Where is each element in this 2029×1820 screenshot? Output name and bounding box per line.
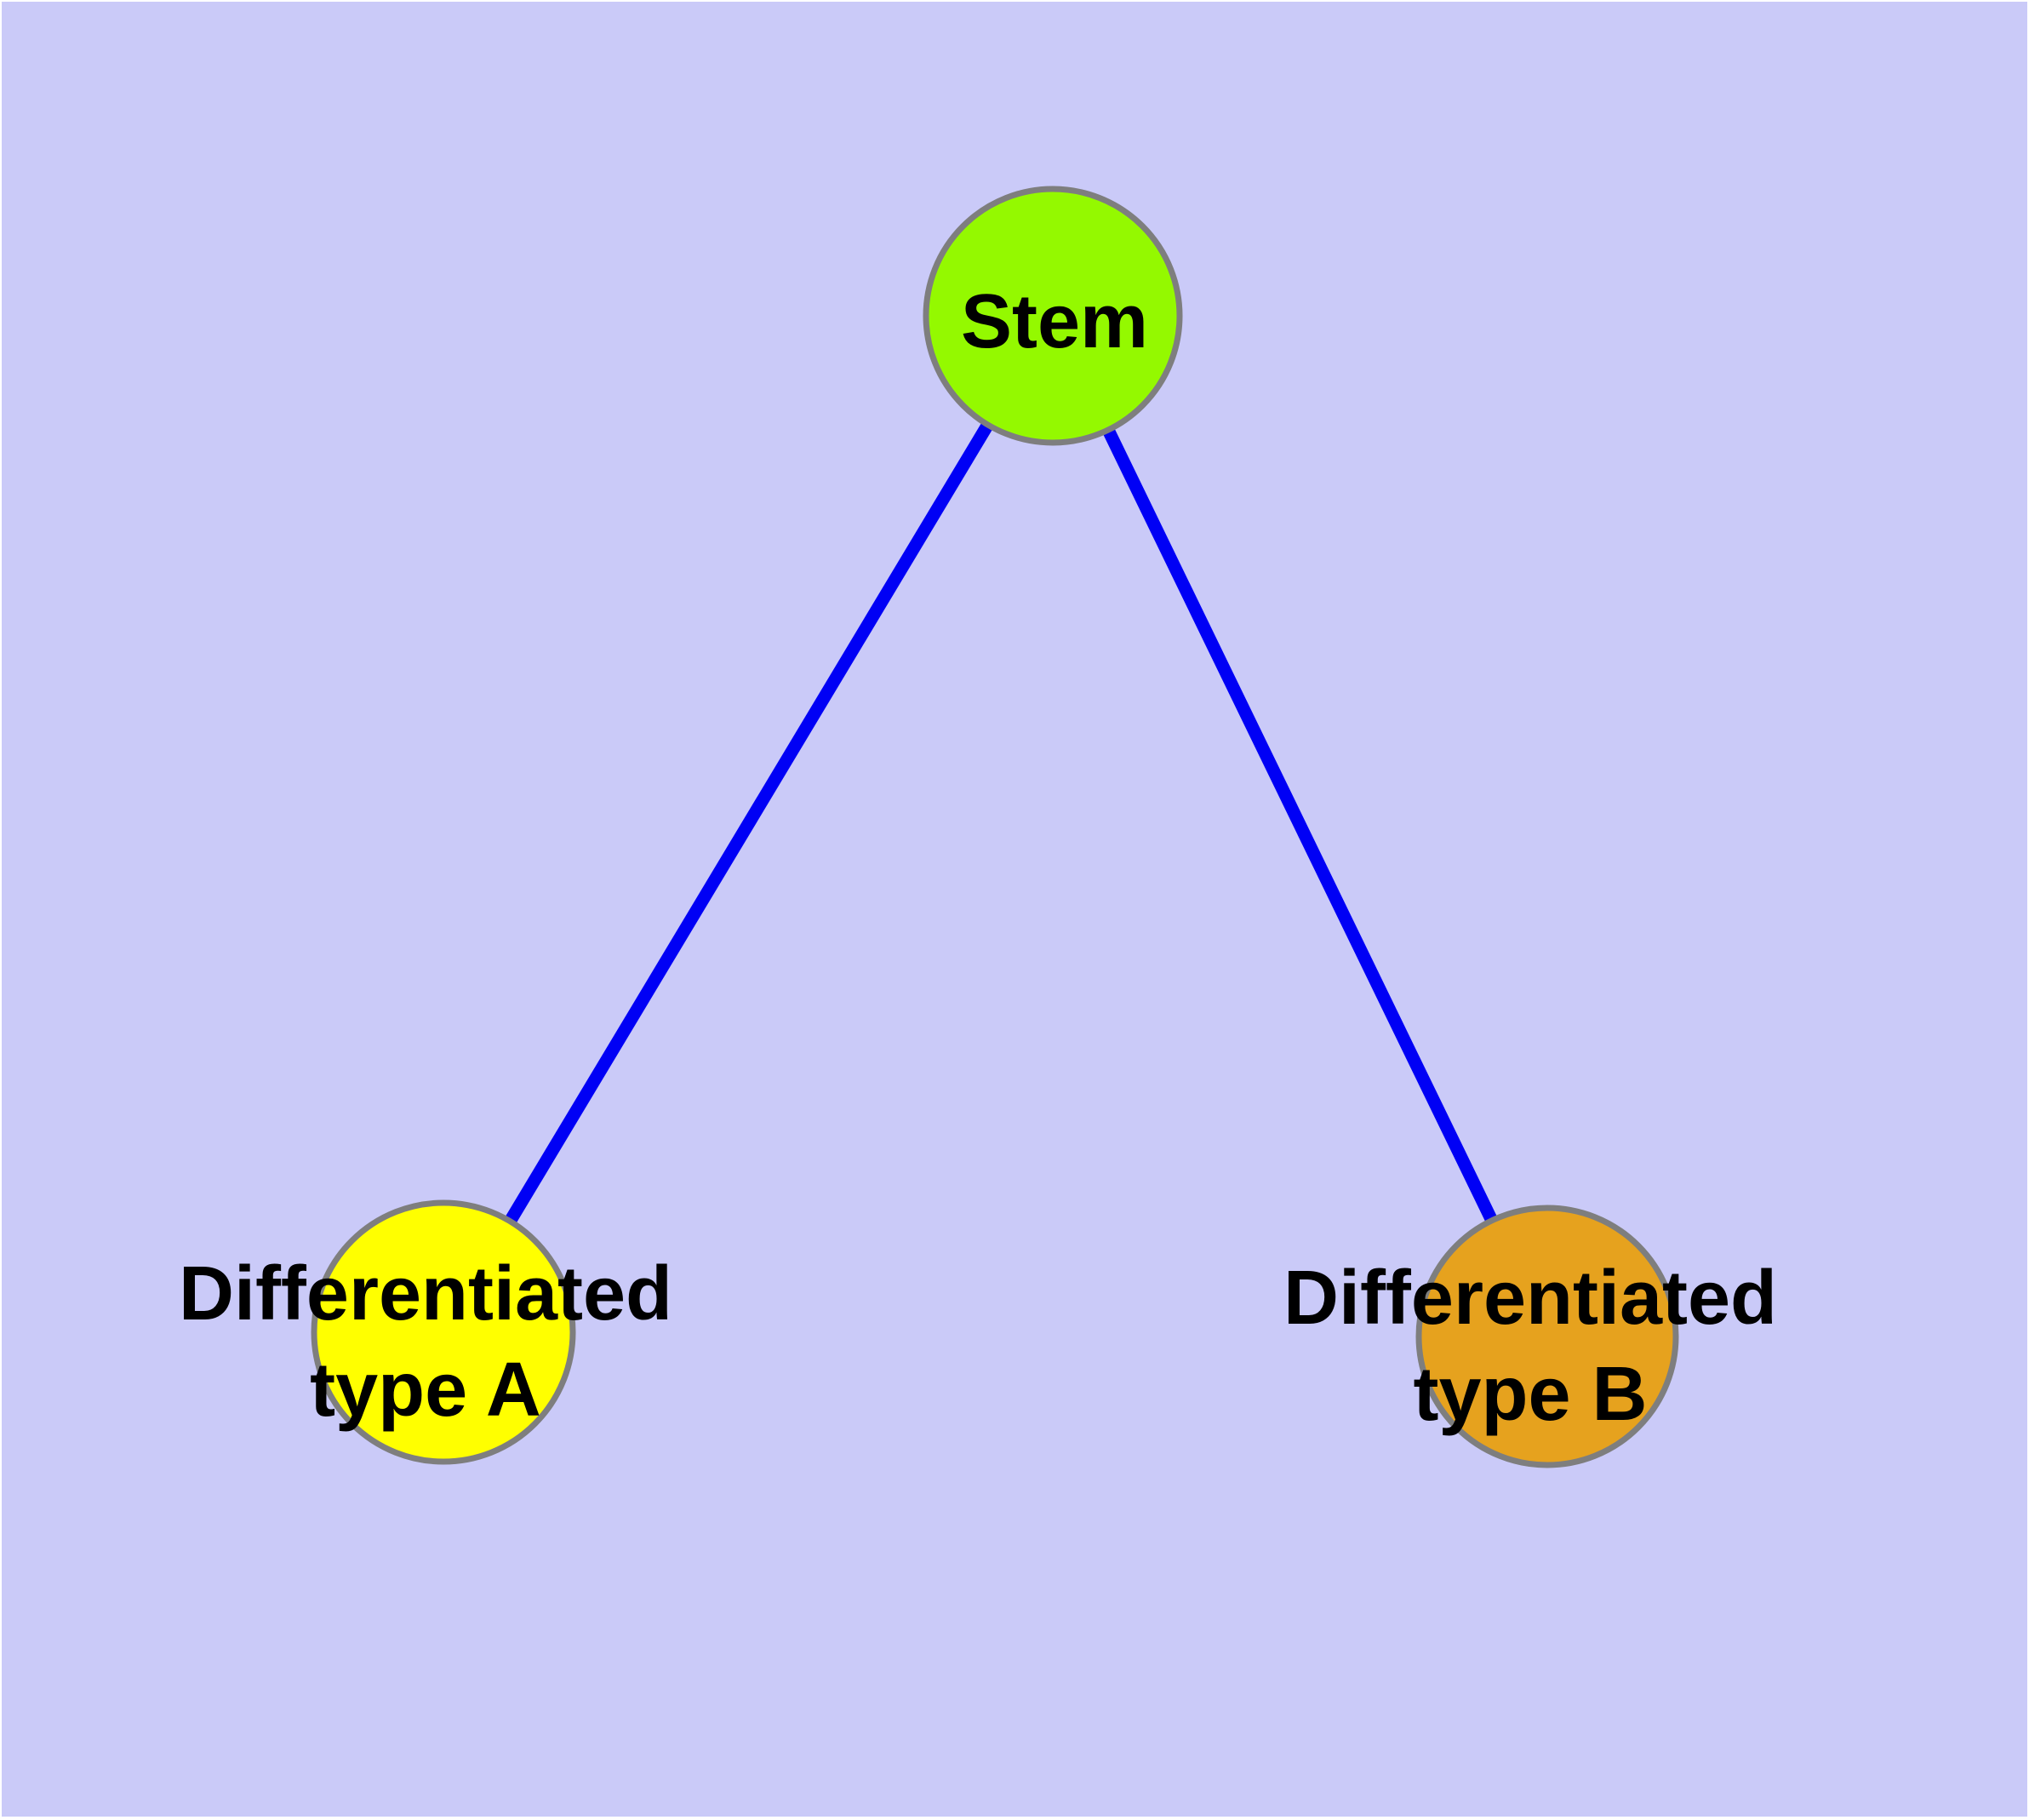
node-type-b-circle [1415,1205,1679,1468]
node-type-a-label-line1: Differentiated [179,1251,672,1336]
node-type-a-label-line2: type A [310,1348,541,1433]
edge-stem-to-type-a [504,422,993,1225]
node-stem-label: Stem [961,279,1148,364]
node-type-a-circle [311,1199,576,1465]
node-stem-circle [923,186,1183,446]
node-type-b-label-line2: type B [1413,1352,1647,1437]
node-type-b-label-line1: Differentiated [1283,1256,1777,1341]
edge-stem-to-type-b [1102,426,1498,1224]
